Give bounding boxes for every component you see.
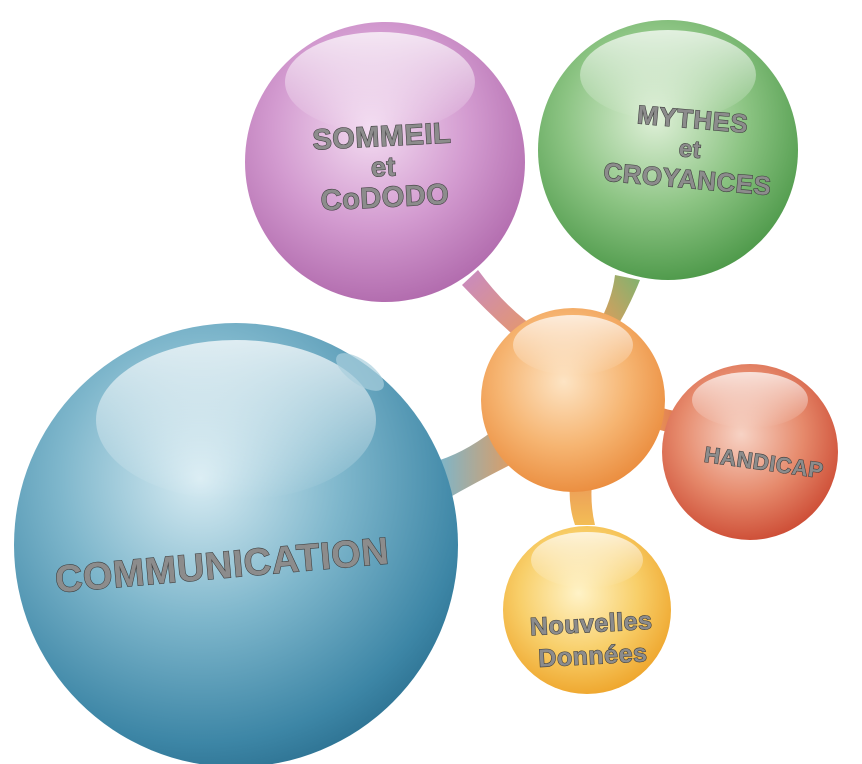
nouvelles-line-2: Données [538,639,648,673]
bubble-handicap [662,364,838,540]
mythes-line-2: et [678,135,703,164]
sommeil-line-2: et [370,151,397,182]
sommeil-line-1: SOMMEIL [312,117,452,156]
bubble-nouvelles [503,526,671,694]
bubble-mythes [538,20,798,280]
bubble-communication [14,323,458,764]
label-sommeil: SOMMEIL et CoDODO [311,117,452,218]
bubble-hub [481,308,665,492]
sommeil-line-3: CoDODO [320,179,450,218]
label-nouvelles: Nouvelles Données [529,606,654,673]
nouvelles-line-1: Nouvelles [529,607,653,641]
bubble-sommeil [245,22,525,302]
